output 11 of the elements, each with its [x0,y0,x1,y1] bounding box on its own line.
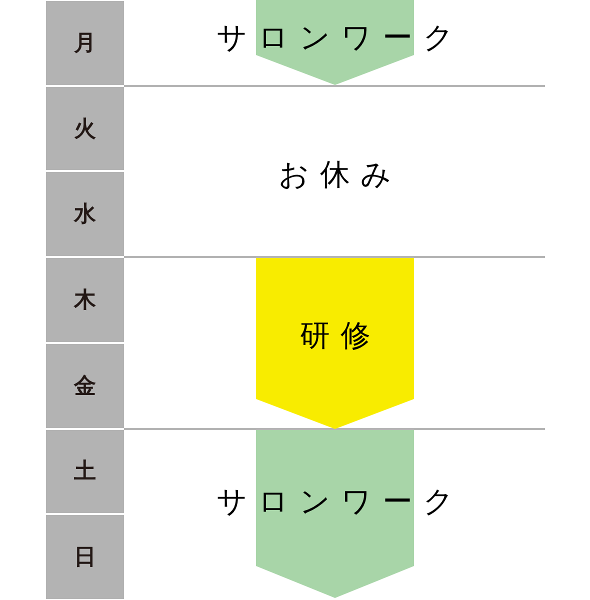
activity-label: お休み [278,156,402,194]
weekday-cell: 金 [46,344,124,428]
weekday-cell: 木 [46,258,124,342]
weekday-cell: 火 [46,86,124,170]
weekday-cell: 水 [46,172,124,256]
activity-label: 研修 [298,318,381,356]
weekday-cell: 日 [46,515,124,599]
weekday-cell: 月 [46,1,124,85]
activity-label: サロンワーク [215,20,464,58]
activity-label: サロンワーク [215,484,464,522]
weekday-cell: 土 [46,430,124,514]
